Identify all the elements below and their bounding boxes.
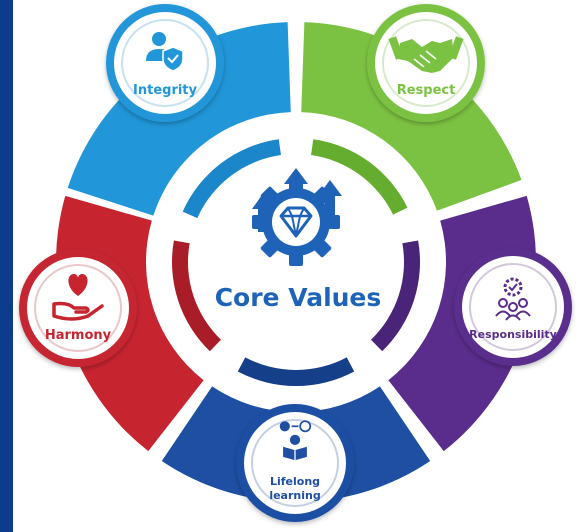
- gear-diamond-growth-icon: [252, 168, 342, 266]
- badge-label-harmony: Harmony: [45, 328, 112, 343]
- badge-label-integrity: Integrity: [133, 83, 198, 98]
- inner-arc-harmony: [172, 240, 221, 352]
- badge-harmony: Harmony: [19, 249, 137, 367]
- user-shield-icon: [146, 32, 184, 72]
- team-gear-icon: [495, 277, 531, 321]
- inner-ring: [172, 139, 420, 386]
- learner-book-icon: [279, 420, 312, 461]
- badge-label-responsibility: Responsibility: [469, 328, 557, 341]
- handshake-icon: [388, 36, 464, 73]
- heart-hand-icon: [52, 274, 104, 321]
- center-label: Core Values: [215, 283, 382, 312]
- inner-arc-lifelong-learning: [237, 357, 355, 386]
- badge-label-respect: Respect: [397, 83, 456, 98]
- inner-arc-integrity: [182, 139, 281, 219]
- center-hub: Core Values: [196, 162, 396, 362]
- badge-label-lifelong-learning-1: Lifelong: [270, 475, 320, 488]
- left-accent-bar: [0, 0, 13, 532]
- value-badges: Integrity RespectResponsibilityLifelongle…: [19, 4, 572, 522]
- badge-respect: Respect: [367, 4, 485, 122]
- inner-arc-respect: [311, 139, 408, 215]
- inner-arc-responsibility: [371, 240, 420, 352]
- badge-label-lifelong-learning-2: learning: [269, 489, 320, 502]
- badge-responsibility: Responsibility: [454, 248, 572, 366]
- badge-integrity: Integrity: [106, 4, 224, 122]
